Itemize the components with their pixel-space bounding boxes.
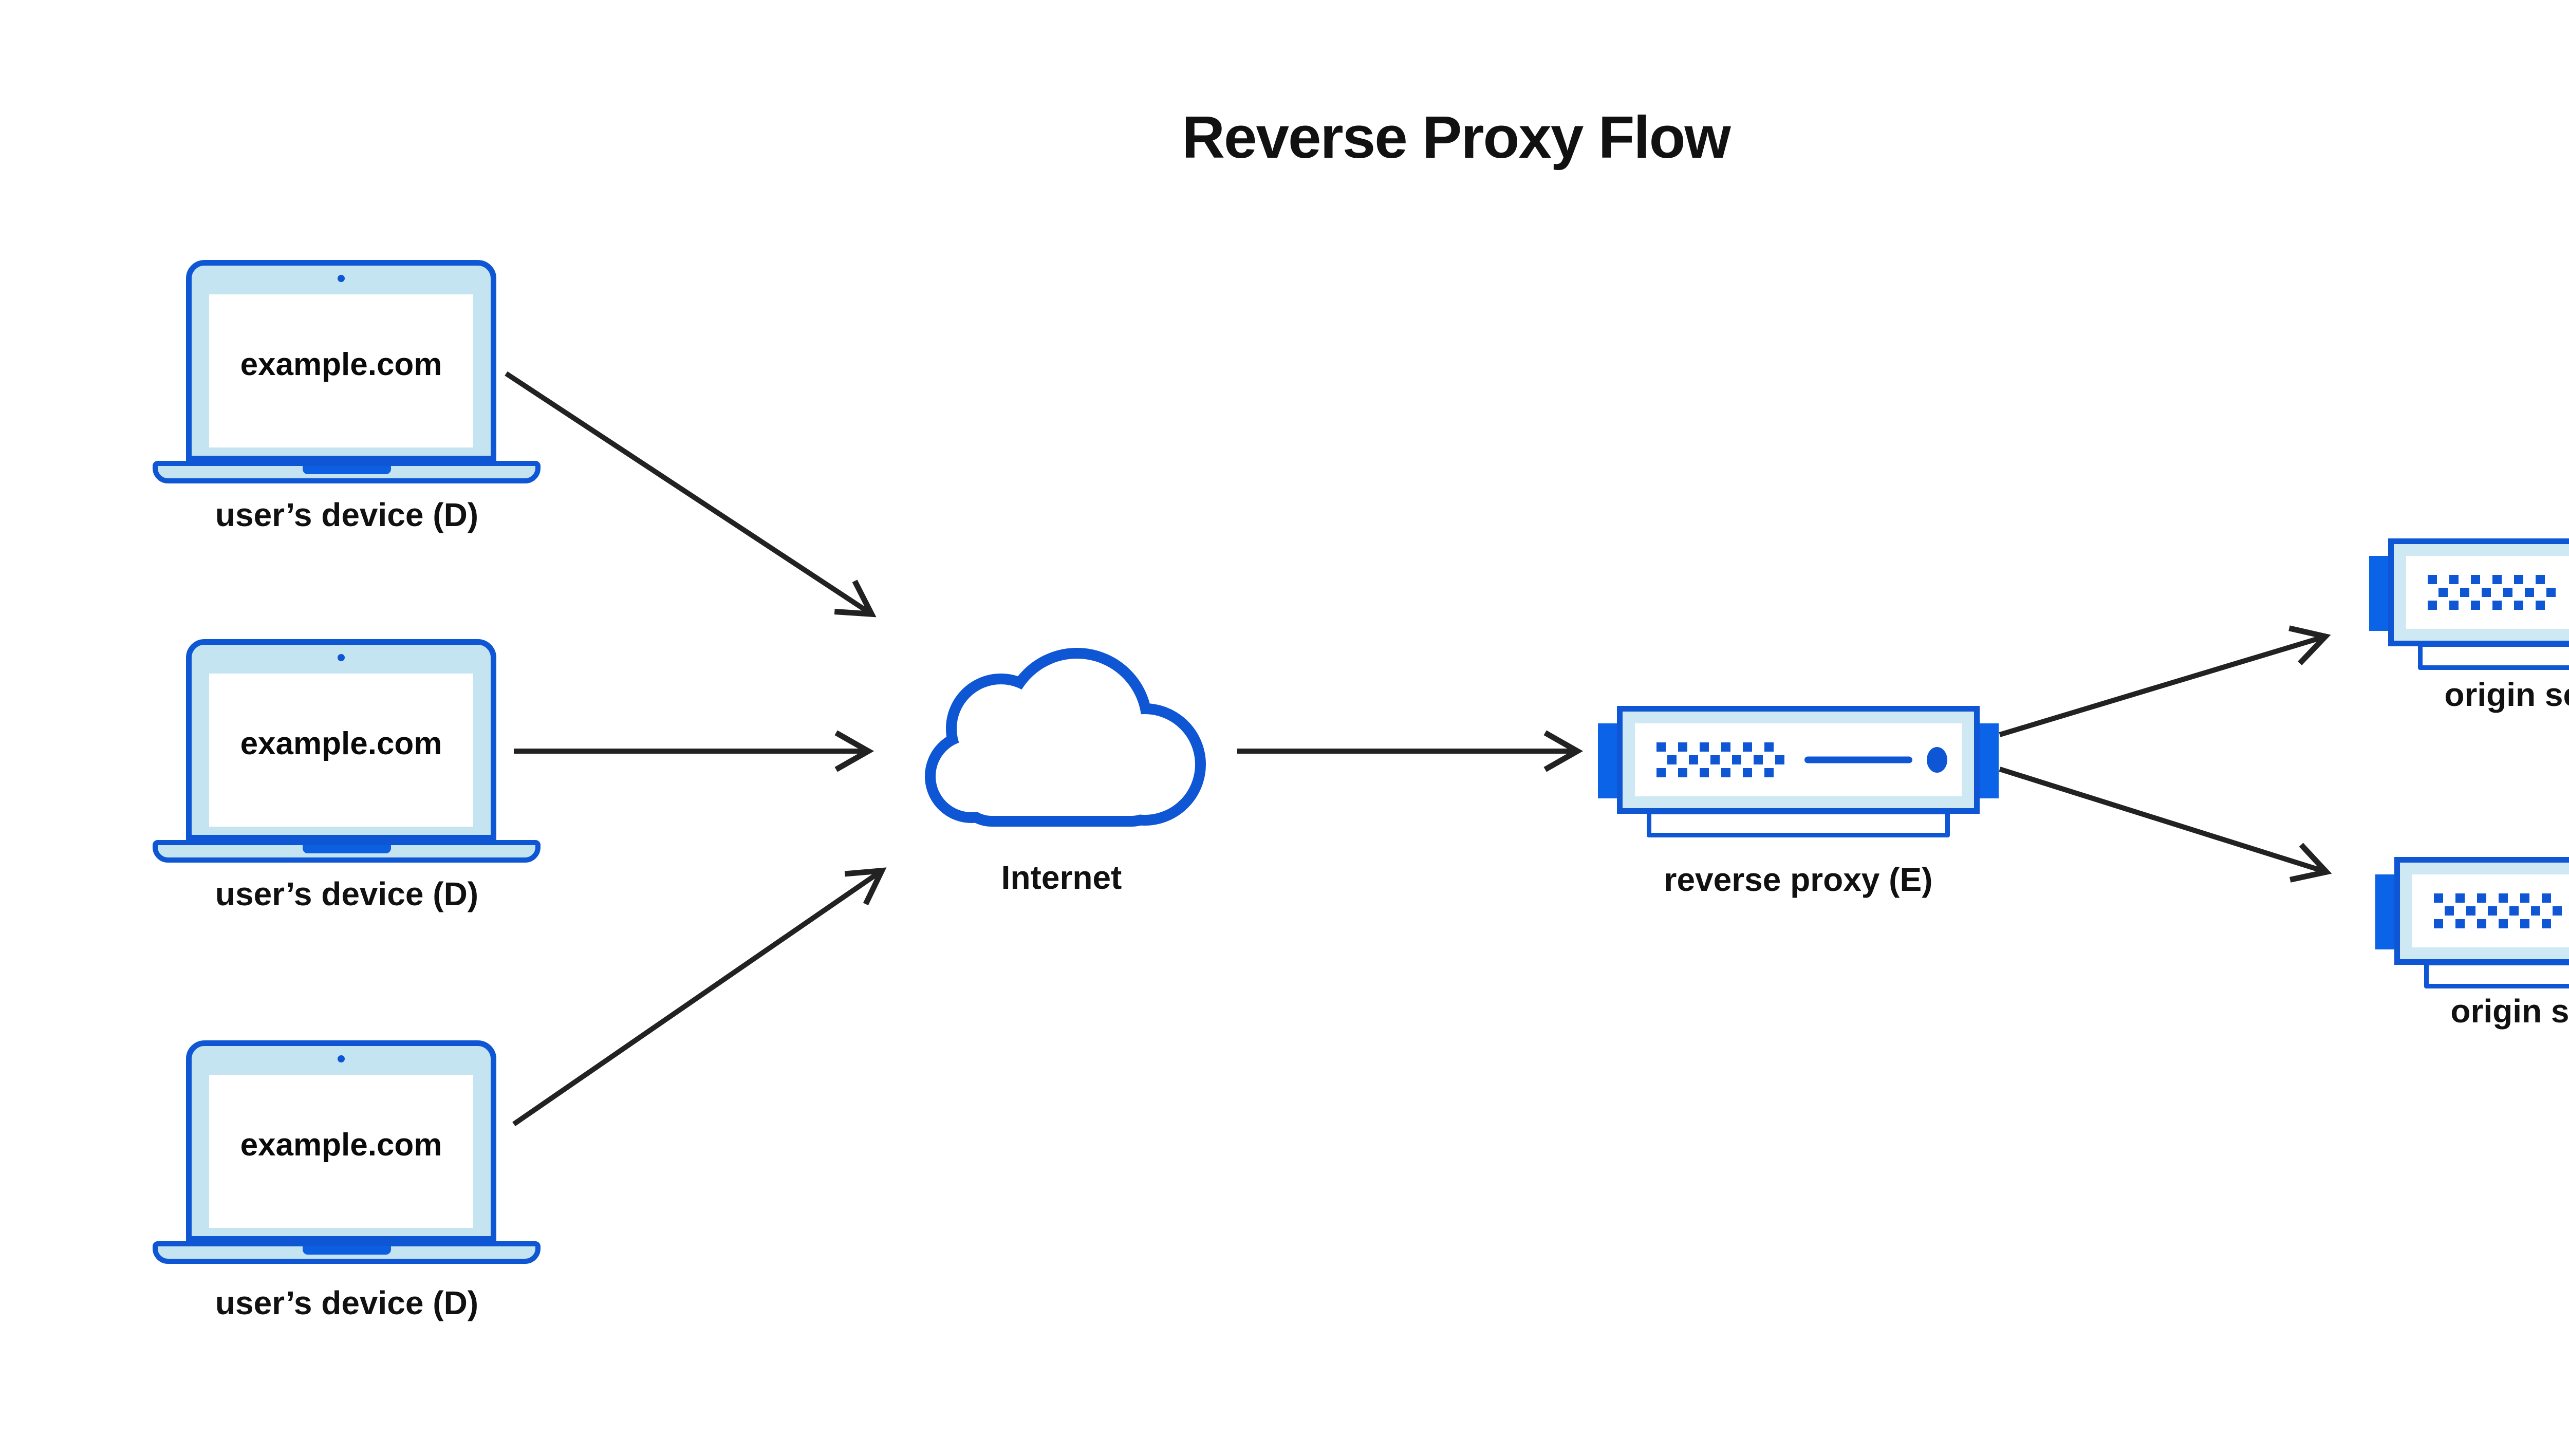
internet-label: Internet <box>1001 859 1122 896</box>
server-vent-dots <box>2428 575 2556 610</box>
origin-server-1-node <box>2369 538 2569 677</box>
laptop-base <box>153 1241 541 1264</box>
laptop-screen: example.com <box>209 294 473 447</box>
laptop-camera-dot <box>338 275 345 282</box>
origin-server-2-node <box>2375 857 2569 996</box>
screen-url-text: example.com <box>240 346 442 382</box>
reverse-proxy-label: reverse proxy (E) <box>1664 861 1933 898</box>
user-device-1-node: example.com <box>153 260 541 745</box>
laptop-screen: example.com <box>209 1075 473 1228</box>
laptop-camera-dot <box>338 1055 345 1062</box>
user-device-2-label: user’s device (D) <box>215 875 479 912</box>
screen-url-text: example.com <box>240 725 442 761</box>
screen-url-text: example.com <box>240 1127 442 1163</box>
user-device-3-node: example.com <box>153 1040 541 1456</box>
server-icon <box>2394 857 2569 965</box>
laptop-camera-dot <box>338 654 345 661</box>
origin-server-1-label: origin server (F) <box>2444 676 2569 713</box>
arrow-reverse-proxy-to-origin-server-1 <box>1999 625 2331 737</box>
arrow-reverse-proxy-to-origin-server-2 <box>1999 767 2332 883</box>
laptop-base-notch <box>302 845 391 853</box>
laptop-icon: example.com <box>186 1040 496 1242</box>
reverse-proxy-node <box>1598 706 1999 845</box>
user-device-3-label: user’s device (D) <box>215 1284 479 1321</box>
laptop-base <box>153 461 541 483</box>
origin-server-2-label: origin server (F) <box>2450 993 2569 1030</box>
arrow-user-device-1-to-internet <box>505 371 877 618</box>
server-base-tray <box>2418 642 2569 670</box>
server-slot-line <box>1804 756 1912 763</box>
laptop-icon: example.com <box>186 260 496 461</box>
laptop-base <box>153 840 541 863</box>
laptop-icon: example.com <box>186 639 496 841</box>
arrow-user-device-3-to-internet <box>512 867 887 1127</box>
user-device-2-node: example.com <box>153 639 541 1124</box>
server-icon <box>1617 706 1980 814</box>
server-vent-dots <box>2434 893 2562 928</box>
server-vent-dots <box>1656 742 1784 777</box>
server-front-panel <box>1635 723 1962 796</box>
user-device-1-label: user’s device (D) <box>215 496 479 533</box>
server-led-dot <box>1927 747 1947 773</box>
cloud-icon <box>925 648 1206 827</box>
server-front-panel <box>2406 556 2569 629</box>
diagram-title: Reverse Proxy Flow <box>1182 104 1731 171</box>
laptop-screen: example.com <box>209 674 473 827</box>
server-icon <box>2388 538 2569 646</box>
laptop-base-notch <box>302 1246 391 1255</box>
server-front-panel <box>2412 874 2569 947</box>
laptop-base-notch <box>302 466 391 474</box>
